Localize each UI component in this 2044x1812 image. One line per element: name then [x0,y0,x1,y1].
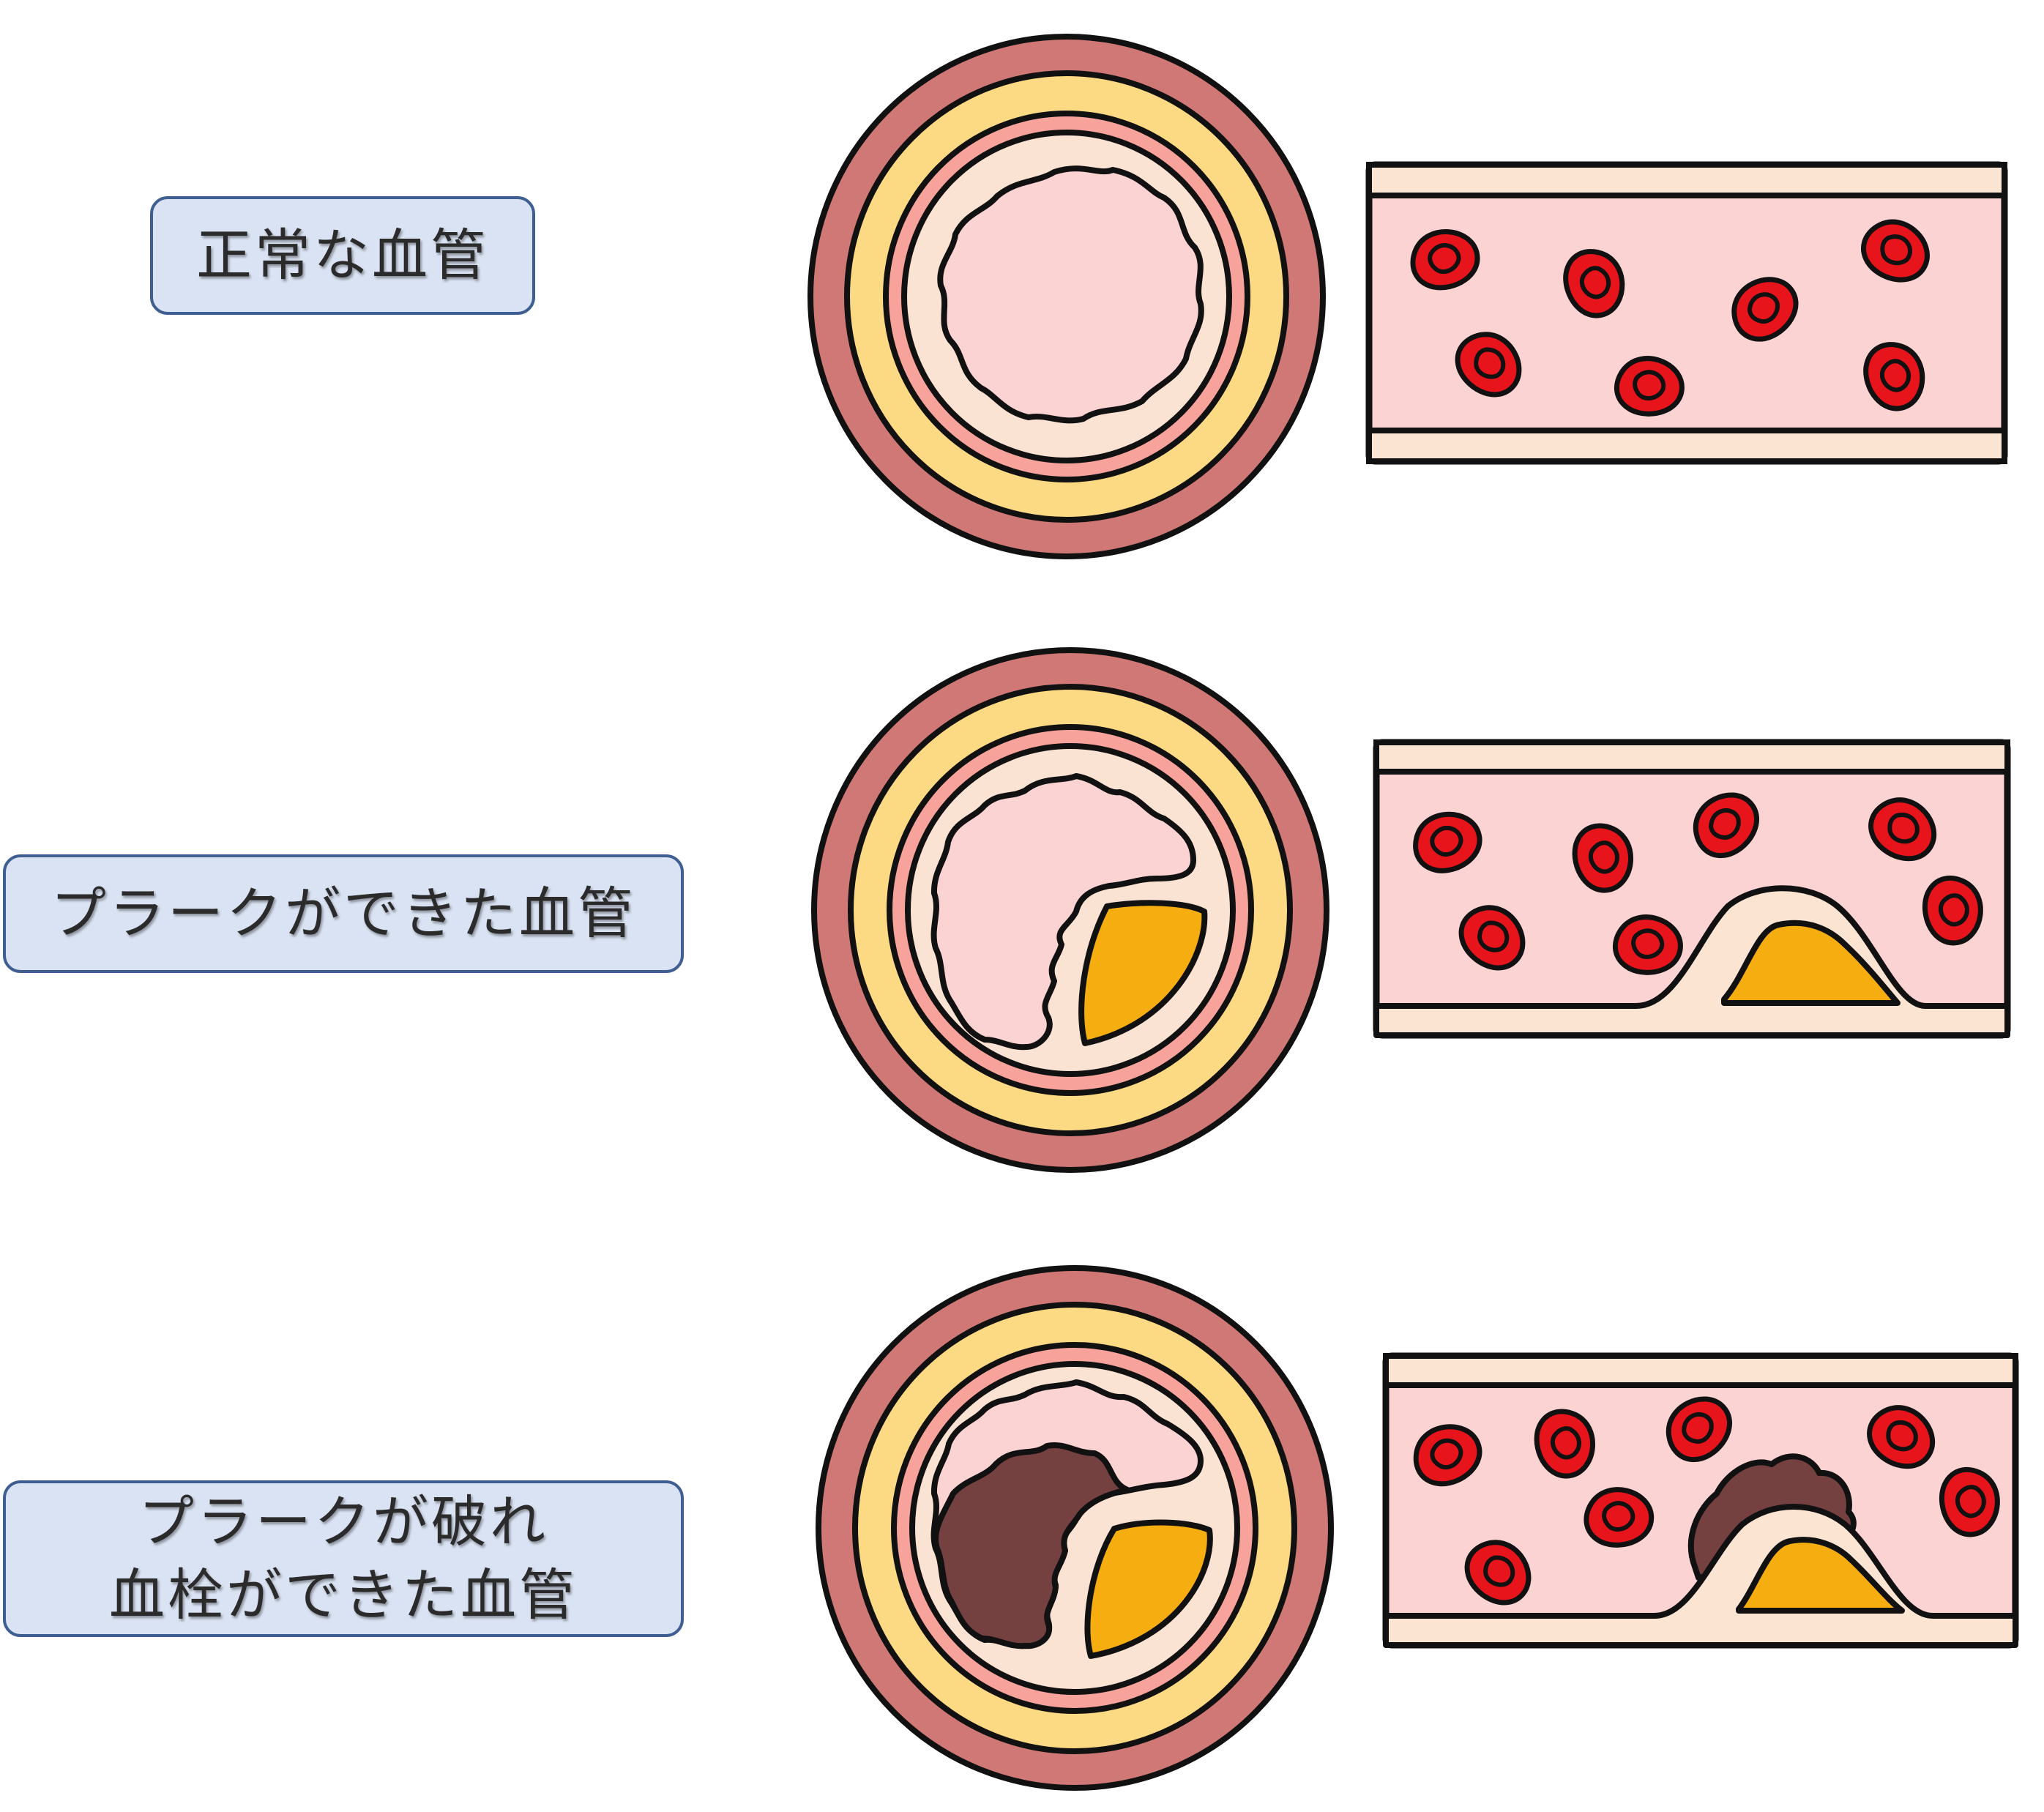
plaque-vessel-label: プラークができた血管 [3,854,684,973]
normal-vessel-lumen [937,165,1204,424]
plaque-core [1078,900,1208,1046]
plaque-vessel-label-text: プラークができた血管 [51,881,636,946]
thrombus-vessel-longitudinal [1382,1352,2019,1649]
thrombus-vessel-label-line-2: 血栓ができた血管 [109,1562,578,1628]
thrombus-vessel-cross-section [816,1265,1334,1791]
plaque-vessel-cross-section [811,647,1329,1173]
thrombus-vessel-label-line-1: プラークが破れ [138,1489,548,1554]
plaque-vessel-lumen [930,773,1196,1051]
normal-vessel-longitudinal [1365,161,2008,465]
normal-vessel-cross-section [807,34,1326,559]
normal-vessel-label: 正常な血管 [150,196,535,315]
plaque-core [1084,1519,1213,1659]
thrombus-clot [933,1442,1130,1649]
plaque-vessel-longitudinal [1373,739,2011,1039]
normal-vessel-label-text: 正常な血管 [196,223,489,288]
thrombus-vessel-label: プラークが破れ 血栓ができた血管 [3,1480,684,1637]
plaque-deposit [1736,1537,1905,1614]
plaque-deposit [1721,920,1901,1006]
